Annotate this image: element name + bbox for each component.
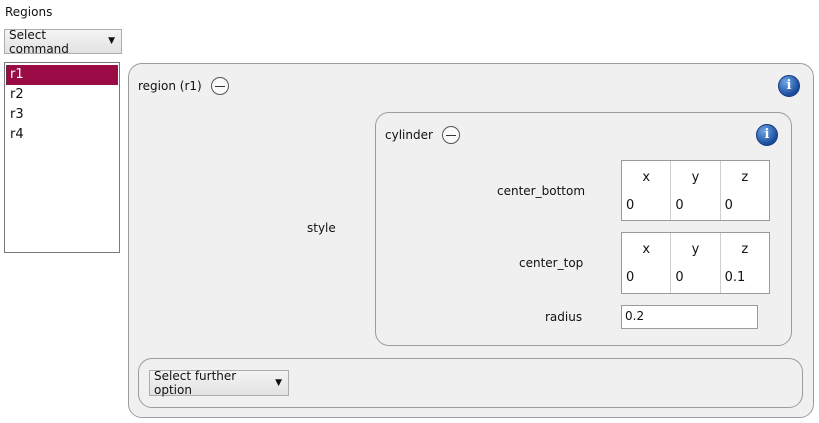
center-top-label: center_top <box>519 256 584 270</box>
center-top-x-value[interactable]: 0 <box>626 270 635 285</box>
column-header-x: x <box>642 170 651 185</box>
caret-down-icon: ▼ <box>275 377 282 388</box>
center-top-y[interactable]: y 0 <box>671 233 721 293</box>
section-title: Regions <box>5 5 53 19</box>
list-item-r2[interactable]: r2 <box>10 87 24 102</box>
column-header-y: y <box>691 170 700 185</box>
radius-input[interactable]: 0.2 <box>621 305 758 329</box>
center-bottom-y[interactable]: y 0 <box>671 161 721 220</box>
center-top-vector: x 0 y 0 z 0.1 <box>621 232 770 294</box>
region-info-icon[interactable]: i <box>778 75 800 97</box>
center-top-z[interactable]: z 0.1 <box>721 233 769 293</box>
radius-label: radius <box>545 310 583 324</box>
regions-listbox[interactable]: r1 r2 r3 r4 <box>4 62 120 253</box>
center-bottom-y-value[interactable]: 0 <box>675 198 684 213</box>
cylinder-info-icon[interactable]: i <box>756 124 778 146</box>
list-item-r3[interactable]: r3 <box>10 107 24 122</box>
select-command-dropdown[interactable]: Select command ▼ <box>4 27 122 56</box>
select-command-label: Select command <box>9 27 69 56</box>
center-bottom-label: center_bottom <box>497 184 586 198</box>
cylinder-collapse-icon[interactable] <box>441 126 460 144</box>
cylinder-panel-title: cylinder <box>385 128 433 142</box>
center-bottom-z-value[interactable]: 0 <box>724 198 733 213</box>
region-panel-heading: region (r1) <box>138 77 229 95</box>
center-top-x[interactable]: x 0 <box>622 233 672 293</box>
column-header-z: z <box>741 242 749 257</box>
center-top-y-value[interactable]: 0 <box>675 270 684 285</box>
center-bottom-x-value[interactable]: 0 <box>626 198 635 213</box>
cylinder-panel-heading: cylinder <box>385 126 460 144</box>
list-item-r1[interactable]: r1 <box>6 65 118 85</box>
column-header-y: y <box>691 242 700 257</box>
center-top-z-value[interactable]: 0.1 <box>724 270 746 285</box>
column-header-z: z <box>741 170 749 185</box>
center-bottom-x[interactable]: x 0 <box>622 161 672 220</box>
select-further-option-dropdown[interactable]: Select further option ▼ <box>149 369 289 397</box>
center-bottom-vector: x 0 y 0 z 0 <box>621 160 770 221</box>
select-further-option-label: Select further option <box>154 369 237 397</box>
column-header-x: x <box>642 242 651 257</box>
region-collapse-icon[interactable] <box>210 77 229 95</box>
style-label: style <box>307 221 336 235</box>
region-panel-title: region (r1) <box>138 79 202 93</box>
caret-down-icon: ▼ <box>108 36 115 46</box>
list-item-r4[interactable]: r4 <box>10 127 24 142</box>
center-bottom-z[interactable]: z 0 <box>721 161 769 220</box>
